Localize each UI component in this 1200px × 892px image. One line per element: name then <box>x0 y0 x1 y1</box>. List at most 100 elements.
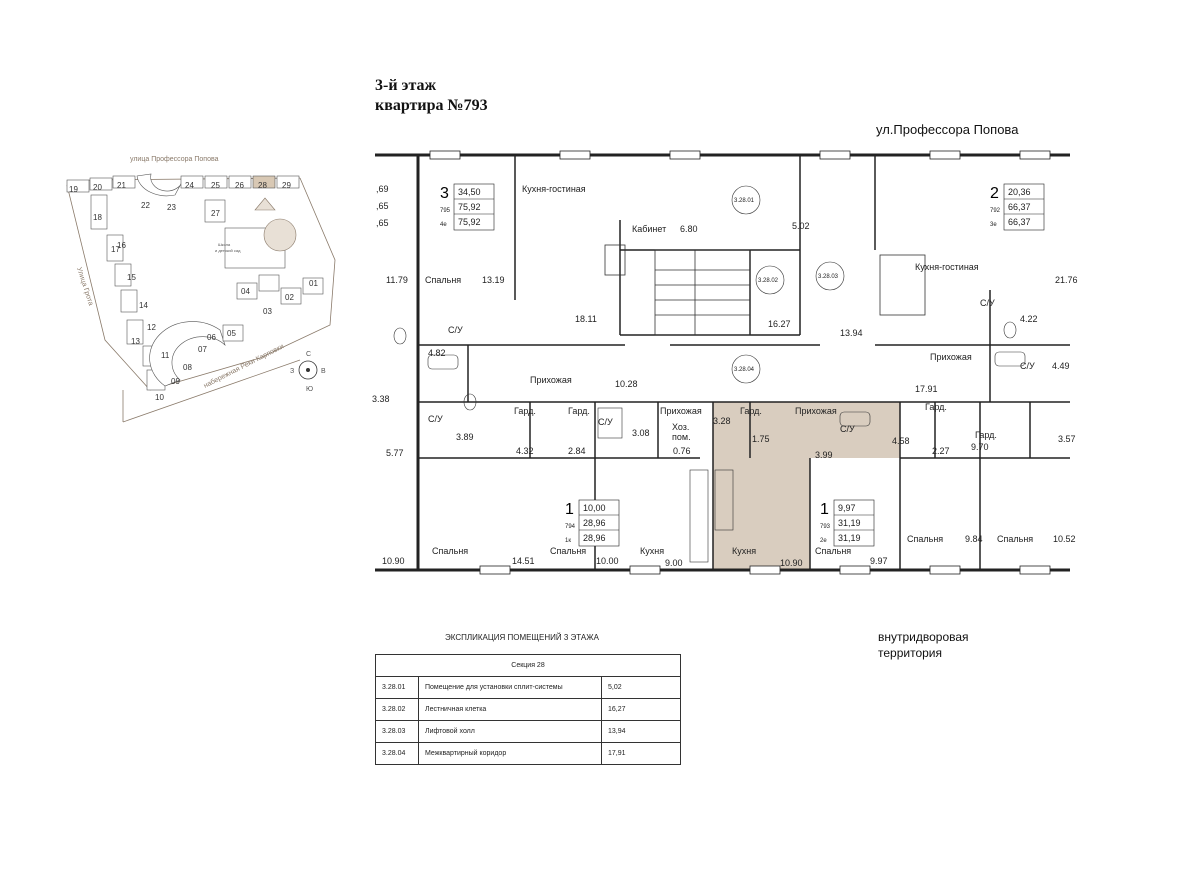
area-10-52: 10.52 <box>1053 534 1076 544</box>
floor-label: 3-й этаж <box>375 77 437 94</box>
room-wardrobe-3: Гард. <box>925 402 947 412</box>
apt-794-total: 28,96 <box>583 518 606 528</box>
room-kitchen-living-1: Кухня-гостиная <box>522 184 586 194</box>
apt-box-794: 1 794 1к 10,00 28,96 28,96 <box>565 499 620 547</box>
area-3-89: 3.89 <box>456 432 474 442</box>
room-bedroom-1: Спальня <box>425 275 461 285</box>
site-section-18: 18 <box>93 213 102 222</box>
area-6-80: 6.80 <box>680 224 698 234</box>
site-section-11: 11 <box>161 351 170 360</box>
code-3-28-01: 3.28.01 <box>734 198 755 204</box>
apt-795-total2: 75,92 <box>458 217 481 227</box>
compass-south: Ю <box>306 386 313 393</box>
site-section-23: 23 <box>167 203 176 212</box>
apt-794-rooms: 1 <box>565 501 574 518</box>
room-kitchen-793: Кухня <box>732 546 756 556</box>
room-bath-1: С/У <box>448 325 463 335</box>
site-section-26: 27 <box>211 209 220 218</box>
room-bedroom-3: Спальня <box>550 546 586 556</box>
area-3-57: 3.57 <box>1058 434 1076 444</box>
site-section-22: 22 <box>141 201 150 210</box>
area-2-84: 2.84 <box>568 446 586 456</box>
room-wardrobe-4: Гард. <box>975 430 997 440</box>
area-18-11: 18.11 <box>575 314 597 324</box>
site-section-25: 25 <box>211 181 220 190</box>
site-section-16: 16 <box>117 241 126 250</box>
explication-area: 16,27 <box>601 698 681 721</box>
explication-name: Лифтовой холл <box>418 720 602 743</box>
apt-792-number: 792 <box>990 208 1001 214</box>
room-hall-3: Прихожая <box>660 406 702 416</box>
area-4-58: 4.58 <box>892 436 910 446</box>
room-study: Кабинет <box>632 224 666 234</box>
room-wardrobe-2: Гард. <box>568 406 590 416</box>
apartment-793-highlight <box>713 402 900 570</box>
area-5-77: 5.77 <box>386 448 404 458</box>
apt-793-total: 31,19 <box>838 518 861 528</box>
compass-north: С <box>306 351 311 358</box>
compass-east: В <box>321 368 326 375</box>
explication-section: Секция 28 <box>375 654 681 677</box>
table-row: 3.28.02 Лестничная клетка 16,27 <box>375 698 681 721</box>
apt-792-living: 20,36 <box>1008 187 1031 197</box>
area-5-02: 5.02 <box>792 221 810 231</box>
area-10-00: 10.00 <box>596 556 619 566</box>
apt-792-total2: 66,37 <box>1008 217 1031 227</box>
room-hall-2: Прихожая <box>930 352 972 362</box>
site-section-10: 10 <box>155 393 164 402</box>
room-bedroom-4: Спальня <box>907 534 943 544</box>
room-bath-793: С/У <box>840 424 855 434</box>
explication-name: Помещение для установки сплит-системы <box>418 676 602 699</box>
area-17-91: 17.91 <box>915 384 938 394</box>
room-storage-2: пом. <box>672 432 691 442</box>
site-section-27: 26 <box>235 181 244 190</box>
site-kindergarten-label: и детский сад <box>215 248 241 253</box>
room-bedroom-5: Спальня <box>997 534 1033 544</box>
site-section-12: 12 <box>147 323 156 332</box>
apt-box-793: 1 793 2е 9,97 31,19 31,19 <box>820 499 875 547</box>
table-row: 3.28.03 Лифтовой холл 13,94 <box>375 720 681 743</box>
site-section-24: 24 <box>185 181 194 190</box>
area-14-51: 14.51 <box>512 556 535 566</box>
explication-header-row: Секция 28 <box>375 654 681 677</box>
room-bath-2: С/У <box>980 298 995 308</box>
floor-plan: 3 795 4е 34,50 75,92 75,92 2 792 3е 20,3… <box>372 150 1078 575</box>
site-street-north: улица Профессора Попова <box>130 156 219 163</box>
explication-code: 3.28.02 <box>375 698 419 721</box>
apt-794-type: 1к <box>565 538 571 544</box>
table-row: 3.28.04 Межквартирный коридор 17,91 <box>375 742 681 765</box>
apt-793-type: 2е <box>820 538 827 544</box>
room-hall-1: Прихожая <box>530 375 572 385</box>
site-section-02: 02 <box>285 293 294 302</box>
room-bedroom-2: Спальня <box>432 546 468 556</box>
room-bath-5: С/У <box>598 417 613 427</box>
courtyard-line1: внутридворовая <box>878 630 969 644</box>
room-kitchen-1: Кухня <box>640 546 664 556</box>
site-embankment: набережная Реки Карповки <box>202 342 285 390</box>
apt-792-type: 3е <box>990 222 997 228</box>
site-school-label: Школа <box>218 242 231 247</box>
explication-table: Секция 28 3.28.01 Помещение для установк… <box>375 654 681 765</box>
explication-name: Лестничная клетка <box>418 698 602 721</box>
room-hall-793: Прихожая <box>795 406 837 416</box>
apt-793-total2: 31,19 <box>838 533 861 543</box>
site-street-west: Улица Грота <box>75 266 94 306</box>
explication-name: Межквартирный коридор <box>418 742 602 765</box>
room-kitchen-living-2: Кухня-гостиная <box>915 262 979 272</box>
room-bedroom-793: Спальня <box>815 546 851 556</box>
apt-794-total2: 28,96 <box>583 533 606 543</box>
courtyard-line2: территория <box>878 646 942 660</box>
page-title: 3-й этаж квартира №793 <box>375 76 488 116</box>
site-section-28: 28 <box>258 181 267 190</box>
site-section-14: 14 <box>139 301 148 310</box>
partial-value-2: ,65 <box>376 201 389 211</box>
partial-value-3: ,65 <box>376 218 389 228</box>
apartment-label: квартира №793 <box>375 97 488 114</box>
site-section-19: 19 <box>69 185 78 194</box>
room-storage: Хоз. <box>672 422 689 432</box>
site-section-08: 08 <box>183 363 192 372</box>
apt-793-living: 9,97 <box>838 503 856 513</box>
area-9-70: 9.70 <box>971 442 989 452</box>
area-21-76: 21.76 <box>1055 275 1078 285</box>
apt-795-number: 795 <box>440 208 451 214</box>
